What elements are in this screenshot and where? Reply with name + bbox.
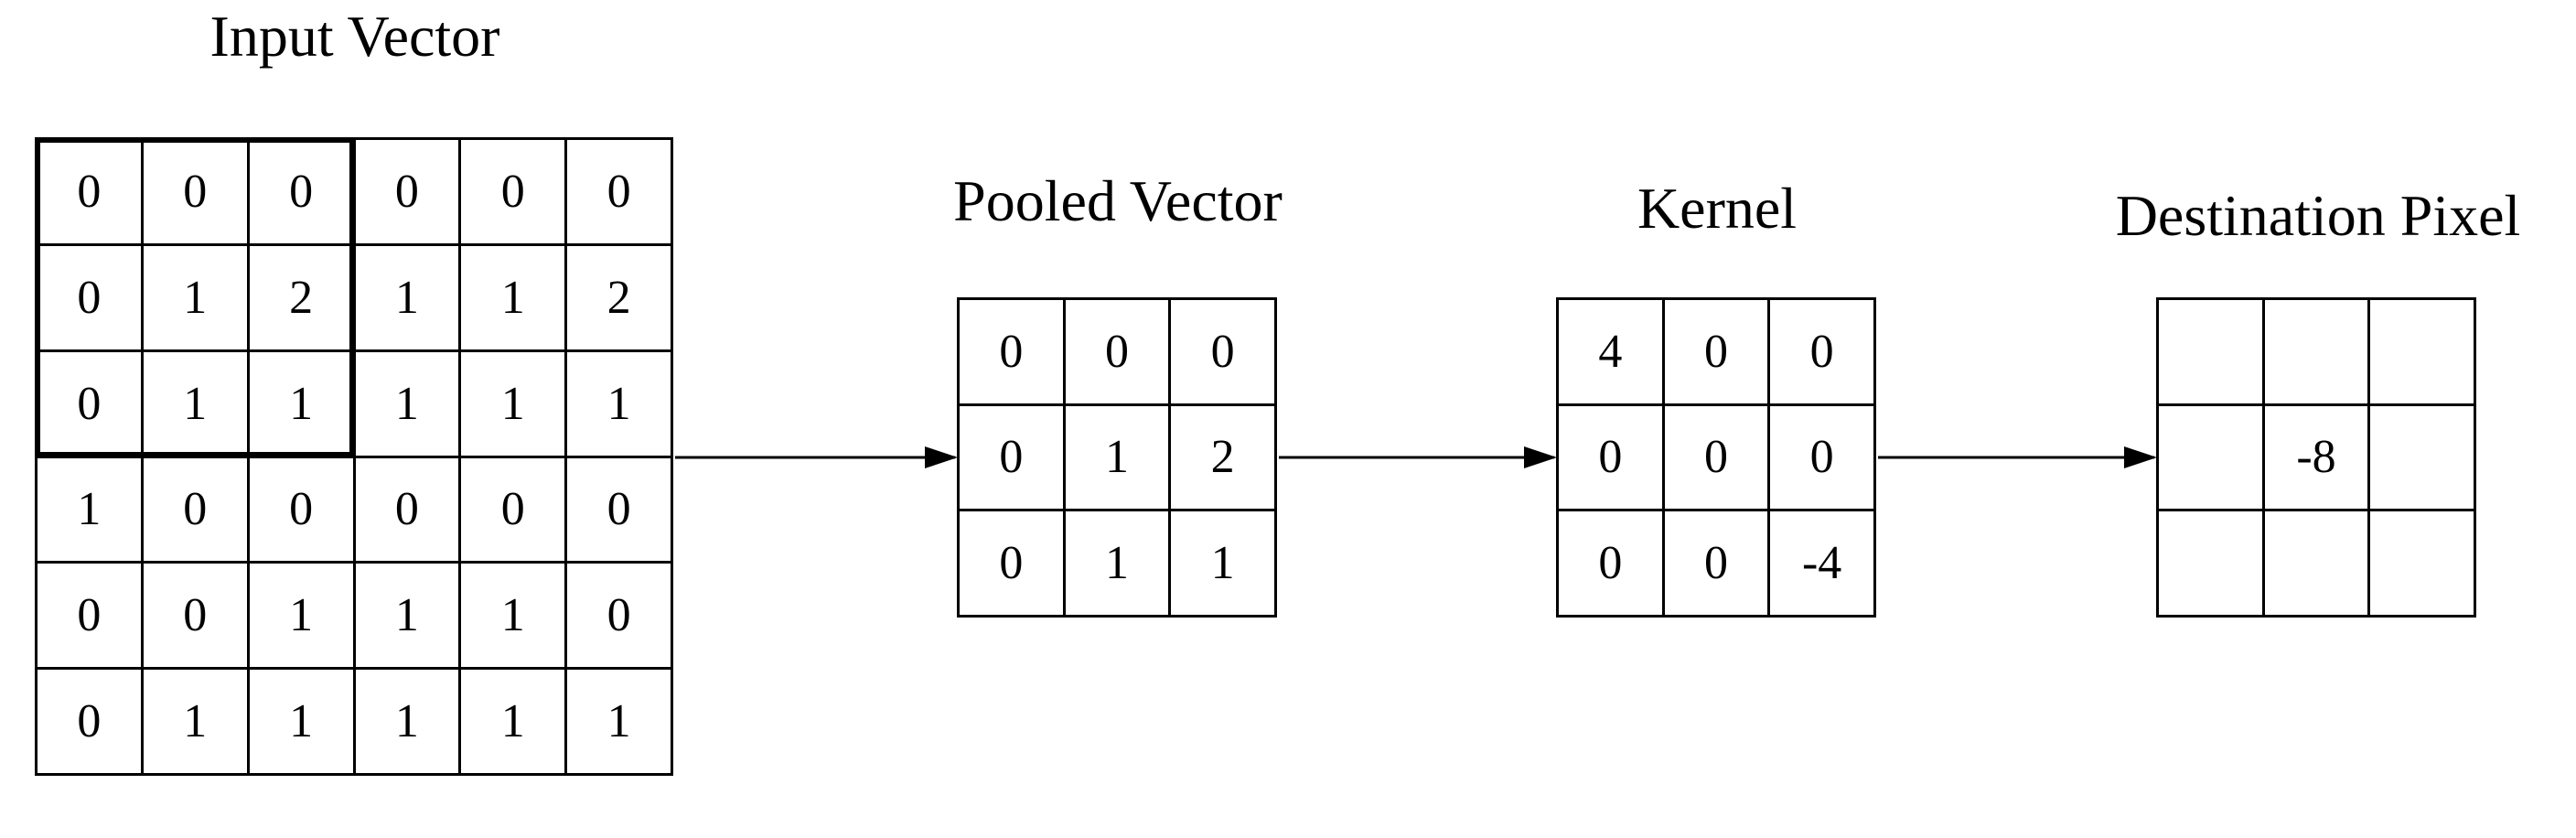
input-vector-cell-r4c4: 1 (461, 564, 568, 671)
pooled-vector-cell-r0c2: 0 (1171, 300, 1277, 406)
destination-pixel-cell-r2c2 (2370, 511, 2476, 618)
input-vector-cell-r0c3: 0 (355, 140, 462, 246)
pooled-vector-cell-r2c2: 1 (1171, 511, 1277, 618)
kernel-cell-r1c1: 0 (1664, 405, 1771, 512)
input-vector-cell-r4c0: 0 (38, 564, 144, 671)
kernel-cell-r0c2: 0 (1770, 300, 1876, 406)
input-vector-cell-r3c3: 0 (355, 457, 462, 564)
input-vector-cell-r5c3: 1 (355, 670, 462, 776)
destination-pixel-cell-r2c0 (2159, 511, 2265, 618)
kernel-cell-r2c1: 0 (1664, 511, 1771, 618)
kernel-cell-r2c0: 0 (1559, 511, 1665, 618)
pooled-vector-cell-r1c2: 2 (1171, 405, 1277, 512)
input-vector-cell-r0c4: 0 (461, 140, 568, 246)
destination-pixel-cell-r0c2 (2370, 300, 2476, 406)
input-vector-cell-r0c1: 0 (143, 140, 250, 246)
pooled-vector-cell-r1c0: 0 (960, 405, 1066, 512)
input-vector-cell-r3c0: 1 (38, 457, 144, 564)
kernel-cell-r1c2: 0 (1770, 405, 1876, 512)
input-vector-cell-r1c4: 1 (461, 245, 568, 352)
input-vector-cell-r2c3: 1 (355, 351, 462, 458)
kernel-cell-r0c0: 4 (1559, 300, 1665, 406)
pooled-vector-cell-r0c0: 0 (960, 300, 1066, 406)
input-vector-cell-r1c1: 1 (143, 245, 250, 352)
input-vector-cell-r0c5: 0 (567, 140, 673, 246)
input-vector-cell-r4c5: 0 (567, 564, 673, 671)
input-vector-cell-r5c2: 1 (249, 670, 356, 776)
pooled-vector-cell-r0c1: 0 (1065, 300, 1172, 406)
input-vector-cell-r2c5: 1 (567, 351, 673, 458)
destination-pixel-grid: -8 (2156, 297, 2476, 618)
pooled-vector-cell-r1c1: 1 (1065, 405, 1172, 512)
input-vector-cell-r5c5: 1 (567, 670, 673, 776)
input-vector-cell-r1c0: 0 (38, 245, 144, 352)
pooled-vector-cell-r2c1: 1 (1065, 511, 1172, 618)
input-vector-cell-r3c2: 0 (249, 457, 356, 564)
input-vector-cell-r3c4: 0 (461, 457, 568, 564)
input-vector-cell-r4c3: 1 (355, 564, 462, 671)
input-vector-cell-r2c4: 1 (461, 351, 568, 458)
pooled-vector-cell-r2c0: 0 (960, 511, 1066, 618)
destination-pixel-cell-r1c0 (2159, 405, 2265, 512)
input-vector-title: Input Vector (209, 4, 500, 69)
input-vector-cell-r4c1: 0 (143, 564, 250, 671)
destination-pixel-cell-r0c0 (2159, 300, 2265, 406)
input-vector-cell-r3c1: 0 (143, 457, 250, 564)
kernel-title: Kernel (1637, 176, 1798, 241)
destination-pixel-cell-r0c1 (2264, 300, 2371, 406)
pooled-vector-title: Pooled Vector (953, 168, 1283, 233)
input-vector-cell-r0c0: 0 (38, 140, 144, 246)
input-vector-cell-r1c3: 1 (355, 245, 462, 352)
input-vector-cell-r5c0: 0 (38, 670, 144, 776)
destination-pixel-title: Destination Pixel (2115, 183, 2521, 248)
input-vector-cell-r5c1: 1 (143, 670, 250, 776)
destination-pixel-cell-r1c2 (2370, 405, 2476, 512)
destination-pixel-cell-r2c1 (2264, 511, 2371, 618)
input-vector-cell-r3c5: 0 (567, 457, 673, 564)
destination-pixel-cell-r1c1: -8 (2264, 405, 2371, 512)
input-vector-cell-r5c4: 1 (461, 670, 568, 776)
kernel-cell-r1c0: 0 (1559, 405, 1665, 512)
input-vector-cell-r4c2: 1 (249, 564, 356, 671)
input-vector-cell-r1c5: 2 (567, 245, 673, 352)
kernel-cell-r0c1: 0 (1664, 300, 1771, 406)
kernel-cell-r2c2: -4 (1770, 511, 1876, 618)
